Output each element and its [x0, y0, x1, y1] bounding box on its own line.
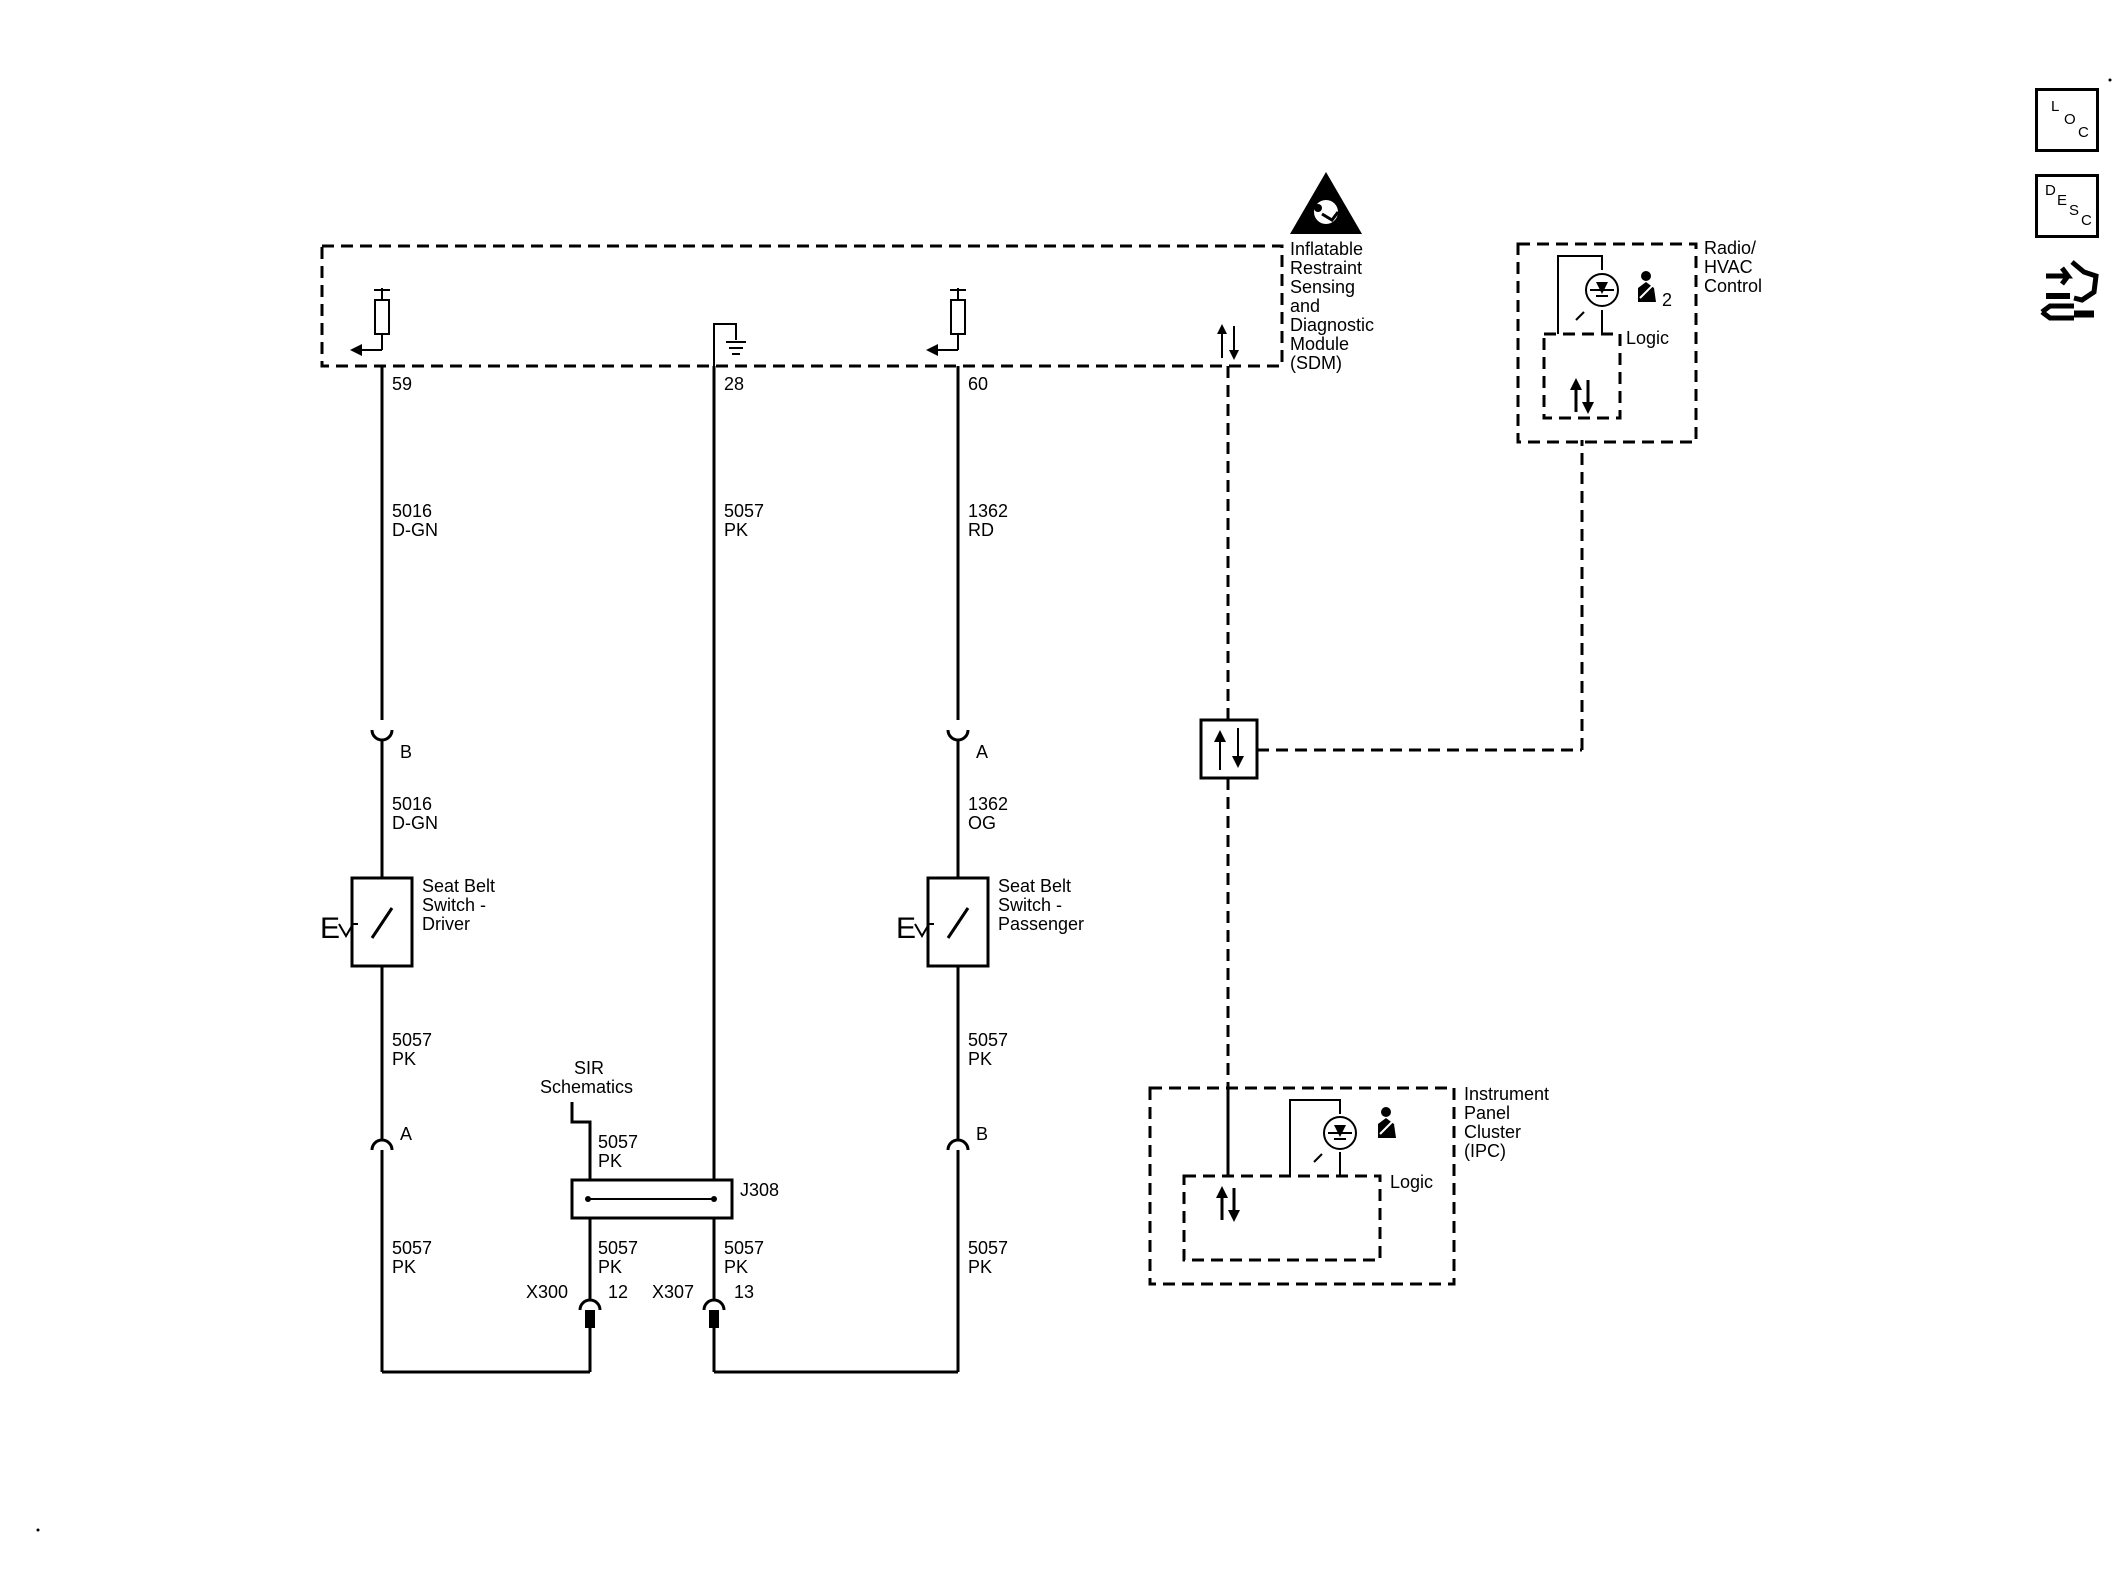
- data-arrows-icon: [1217, 324, 1239, 360]
- connector-label: 12: [608, 1282, 628, 1302]
- diagnostics-icon[interactable]: [2038, 256, 2102, 334]
- wire-label: 5016: [392, 794, 432, 814]
- connector-label: B: [400, 742, 412, 762]
- lamp-icon: [1313, 1116, 1357, 1163]
- data-arrows-icon: [1570, 378, 1594, 414]
- ipc-logic-label: Logic: [1390, 1172, 1433, 1192]
- seatbelt-icon: [1378, 1107, 1396, 1138]
- pin-60: 60: [968, 374, 988, 394]
- wire-label: 5057: [598, 1132, 638, 1152]
- connector-label: X300: [526, 1282, 568, 1302]
- wire-label: 5057: [968, 1238, 1008, 1258]
- radio-logic-label: Logic: [1626, 328, 1669, 348]
- wire-label: RD: [968, 520, 994, 540]
- sdm-name-4: and: [1290, 296, 1320, 316]
- wire-label: 5057: [724, 501, 764, 521]
- fuse-icon: [926, 288, 966, 356]
- ipc-name: Instrument: [1464, 1084, 1549, 1104]
- radio-name: HVAC: [1704, 257, 1753, 277]
- fuse-icon: [350, 288, 390, 356]
- sdm-name-5: Diagnostic: [1290, 315, 1374, 335]
- lamp-icon: [1575, 273, 1619, 321]
- connector-pin: [709, 1310, 719, 1328]
- sdm-name-2: Restraint: [1290, 258, 1362, 278]
- wire-label: D-GN: [392, 813, 438, 833]
- wire-label: PK: [724, 520, 748, 540]
- driver-circuit: [350, 366, 592, 1374]
- ipc-name: Cluster: [1464, 1122, 1521, 1142]
- connector-label: A: [976, 742, 988, 762]
- switch-driver-label: Seat Belt: [422, 876, 495, 896]
- wire-label: PK: [968, 1257, 992, 1277]
- sdm-module: Inflatable Restraint Sensing and Diagnos…: [320, 172, 1374, 373]
- wire-label: 5057: [968, 1030, 1008, 1050]
- radio-name: Radio/: [1704, 238, 1756, 258]
- sir-reference[interactable]: Schematics: [540, 1077, 633, 1097]
- pin-28: 28: [724, 374, 744, 394]
- svg-text:E: E: [896, 912, 916, 945]
- wire-label: PK: [392, 1257, 416, 1277]
- wire-label: PK: [968, 1049, 992, 1069]
- seatbelt-icon: [1638, 271, 1656, 302]
- wire-label: PK: [598, 1151, 622, 1171]
- ground-icon: [713, 323, 746, 366]
- wire-label: 1362: [968, 501, 1008, 521]
- wire-label: PK: [392, 1049, 416, 1069]
- wire-label: 5057: [392, 1238, 432, 1258]
- switch-passenger-label: Seat Belt: [998, 876, 1071, 896]
- passenger-circuit: [926, 366, 990, 1372]
- ipc-module: Logic: [1148, 1086, 1456, 1286]
- serial-data-bus: [1199, 366, 1584, 1090]
- svg-text:E: E: [320, 912, 340, 945]
- switch-driver-label: Driver: [422, 914, 470, 934]
- eom-icon: E: [320, 912, 358, 945]
- wire-label: D-GN: [392, 520, 438, 540]
- wire-label: PK: [598, 1257, 622, 1277]
- airbag-warning-icon: [1290, 172, 1362, 234]
- connector-label: A: [400, 1124, 412, 1144]
- pin-59: 59: [392, 374, 412, 394]
- wire-label: 1362: [968, 794, 1008, 814]
- radio-indicator-index: 2: [1662, 290, 1672, 310]
- wire-label: PK: [724, 1257, 748, 1277]
- wire-label: 5057: [598, 1238, 638, 1258]
- connector-pin: [585, 1310, 595, 1328]
- connector-label: 13: [734, 1282, 754, 1302]
- sdm-name-6: Module: [1290, 334, 1349, 354]
- switch-driver-label: Switch -: [422, 895, 486, 915]
- connector-label: X307: [652, 1282, 694, 1302]
- ipc-name: (IPC): [1464, 1141, 1506, 1161]
- radio-name: Control: [1704, 276, 1762, 296]
- ipc-name: Panel: [1464, 1103, 1510, 1123]
- switch-passenger-label: Switch -: [998, 895, 1062, 915]
- eom-icon: E: [896, 912, 934, 945]
- sdm-name-1: Inflatable: [1290, 239, 1363, 259]
- sdm-name-3: Sensing: [1290, 277, 1355, 297]
- wire-label: 5057: [724, 1238, 764, 1258]
- switch-passenger-label: Passenger: [998, 914, 1084, 934]
- location-view-button[interactable]: L O C: [2035, 88, 2099, 152]
- radio-hvac-module: 2 Logic: [1516, 242, 1698, 444]
- data-arrows-icon: [1216, 1186, 1240, 1222]
- description-view-button[interactable]: D E S C: [2035, 174, 2099, 238]
- sdm-name-7: (SDM): [1290, 353, 1342, 373]
- wire-label: OG: [968, 813, 996, 833]
- connector-label: B: [976, 1124, 988, 1144]
- splice-label: J308: [740, 1180, 779, 1200]
- wire-label: 5016: [392, 501, 432, 521]
- sir-reference[interactable]: SIR: [574, 1058, 604, 1078]
- wire-label: 5057: [392, 1030, 432, 1050]
- ground-circuit: [570, 366, 958, 1374]
